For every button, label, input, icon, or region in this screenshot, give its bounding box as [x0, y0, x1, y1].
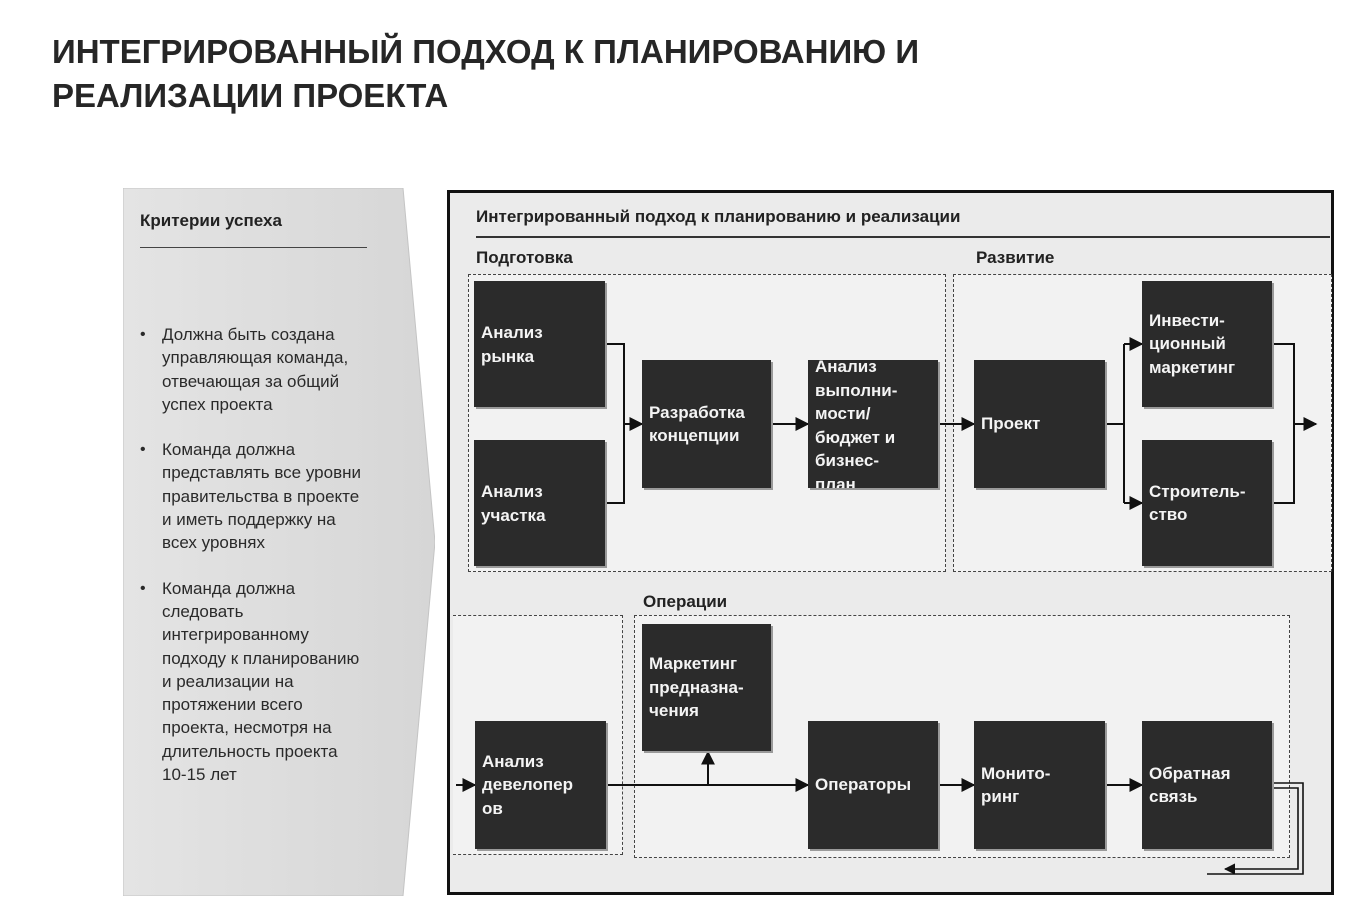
criteria-item: Команда должна следовать интегрированном… — [140, 577, 398, 787]
box-developer-analysis: Анализ девелопер ов — [475, 721, 606, 849]
title-line-2: РЕАЛИЗАЦИИ ПРОЕКТА — [52, 77, 449, 114]
box-destination-marketing: Маркетинг предназна- чения — [642, 624, 771, 751]
section-label-preparation: Подготовка — [476, 248, 573, 267]
criteria-item: Должна быть создана управляющая команда,… — [140, 323, 398, 416]
box-project: Проект — [974, 360, 1105, 488]
criteria-heading: Критерии успеха — [140, 211, 282, 230]
criteria-divider — [140, 247, 367, 248]
box-feedback: Обратная связь — [1142, 721, 1272, 849]
box-market-analysis: Анализ рынка — [474, 281, 605, 407]
criteria-list: Должна быть создана управляющая команда,… — [140, 323, 398, 808]
box-feasibility: Анализ выполни- мости/ бюджет и бизнес- … — [808, 360, 938, 488]
box-construction: Строитель- ство — [1142, 440, 1272, 566]
section-label-development: Развитие — [976, 248, 1055, 267]
box-monitoring: Монито- ринг — [974, 721, 1105, 849]
criteria-item: Команда должна представлять все уровни п… — [140, 438, 398, 554]
box-operators: Операторы — [808, 721, 938, 849]
section-label-operations: Операции — [643, 592, 728, 611]
box-investment-marketing: Инвести- ционный маркетинг — [1142, 281, 1272, 407]
diagram-heading: Интегрированный подход к планированию и … — [476, 207, 961, 226]
box-concept: Разработка концепции — [642, 360, 771, 488]
title-line-1: ИНТЕГРИРОВАННЫЙ ПОДХОД К ПЛАНИРОВАНИЮ И — [52, 33, 920, 70]
diagram-divider — [476, 236, 1330, 238]
box-site-analysis: Анализ участка — [474, 440, 605, 566]
page-title: ИНТЕГРИРОВАННЫЙ ПОДХОД К ПЛАНИРОВАНИЮ И … — [52, 30, 1152, 118]
